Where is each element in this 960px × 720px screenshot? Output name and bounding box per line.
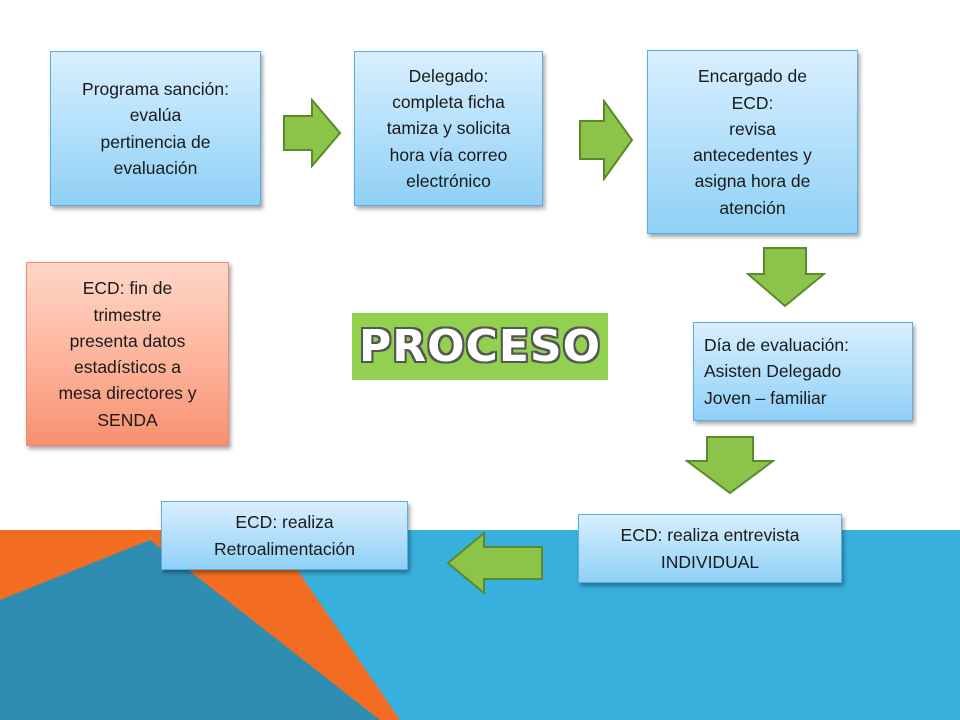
process-title: PROCESO xyxy=(359,321,601,372)
arrow-down-icon xyxy=(685,436,775,495)
arrow-right-icon xyxy=(579,99,634,181)
step-box-entrevista-individual: ECD: realiza entrevista INDIVIDUAL xyxy=(578,514,842,583)
step-box-dia-evaluacion: Día de evaluación: Asisten Delegado Jove… xyxy=(693,322,913,421)
arrow-down-icon xyxy=(746,247,826,308)
step-box-retroalimentacion: ECD: realiza Retroalimentación xyxy=(161,501,408,570)
step-box-encargado-ecd: Encargado de ECD: revisa antecedentes y … xyxy=(647,50,858,234)
step-box-fin-trimestre: ECD: fin de trimestre presenta datos est… xyxy=(26,262,229,446)
arrow-left-icon xyxy=(446,531,543,595)
process-title-banner: PROCESO xyxy=(352,313,608,380)
arrow-right-icon xyxy=(283,98,342,168)
step-box-delegado: Delegado: completa ficha tamiza y solici… xyxy=(354,51,543,206)
background-dark-triangle xyxy=(0,540,380,720)
step-box-programa-sancion: Programa sanción: evalúa pertinencia de … xyxy=(50,51,261,206)
